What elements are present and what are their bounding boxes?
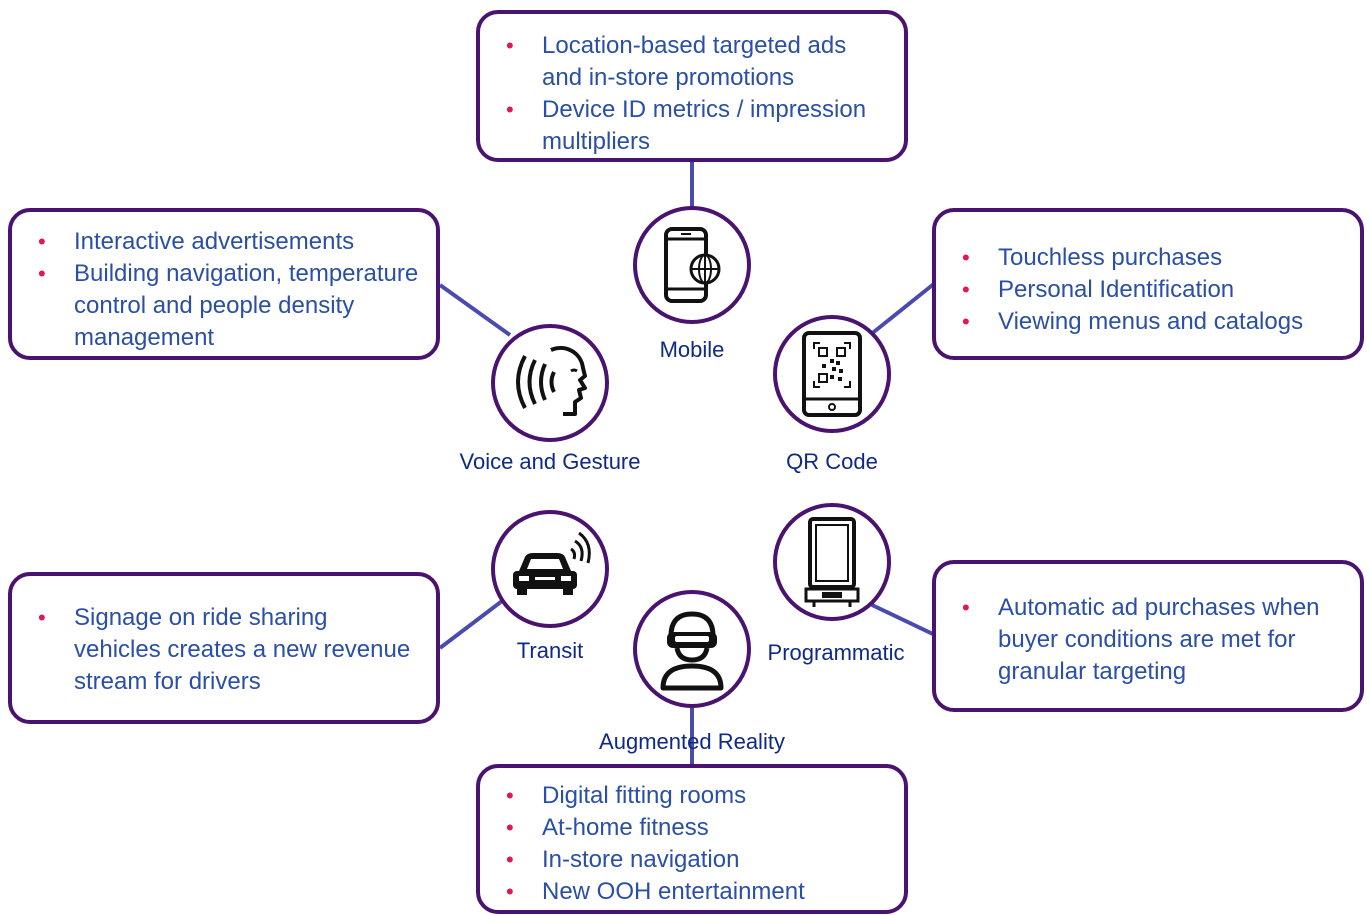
mobile-icon-circle (633, 206, 751, 324)
connector-transit (438, 593, 512, 650)
qr-code-bullet-list: Touchless purchases Personal Identificat… (962, 242, 1344, 338)
voice-speaking-head-icon (516, 346, 587, 416)
qr-code-label: QR Code (786, 449, 878, 474)
mobile-bullet-list: Location-based targeted ads and in-store… (506, 30, 884, 158)
augmented-reality-bullet-4: New OOH entertainment (506, 876, 888, 908)
augmented-reality-bullet-list: Digital fitting rooms At-home fitness In… (506, 780, 888, 908)
mobile-bullet-2: Device ID metrics / impression multiplie… (506, 94, 884, 158)
voice-gesture-bullet-list: Interactive advertisements Building navi… (38, 226, 420, 354)
augmented-reality-bullet-1: Digital fitting rooms (506, 780, 888, 812)
vr-headset-person-icon (660, 611, 724, 691)
connector-qr (868, 281, 937, 337)
programmatic-box: Automatic ad purchases when buyer condit… (932, 560, 1364, 712)
tablet-qr-code-icon (802, 331, 862, 417)
qr-code-bullet-2: Personal Identification (962, 274, 1344, 306)
qr-code-icon-circle (773, 315, 891, 433)
transit-label: Transit (516, 638, 584, 663)
connected-car-icon (513, 531, 591, 595)
programmatic-label: Programmatic (767, 640, 905, 665)
programmatic-icon-circle (773, 503, 891, 621)
mobile-label: Mobile (659, 337, 725, 362)
transit-bullet-1: Signage on ride sharing vehicles creates… (38, 602, 420, 698)
digital-billboard-kiosk-icon (804, 516, 860, 607)
augmented-reality-icon-circle (633, 590, 751, 708)
voice-gesture-box: Interactive advertisements Building navi… (8, 208, 440, 360)
voice-gesture-bullet-1: Interactive advertisements (38, 226, 420, 258)
transit-bullet-list: Signage on ride sharing vehicles creates… (38, 602, 420, 698)
transit-box: Signage on ride sharing vehicles creates… (8, 572, 440, 724)
augmented-reality-bullet-3: In-store navigation (506, 844, 888, 876)
voice-gesture-label: Voice and Gesture (459, 449, 641, 474)
augmented-reality-box: Digital fitting rooms At-home fitness In… (476, 764, 908, 914)
programmatic-bullet-list: Automatic ad purchases when buyer condit… (962, 592, 1344, 688)
mobile-bullet-1: Location-based targeted ads and in-store… (506, 30, 884, 94)
qr-code-bullet-1: Touchless purchases (962, 242, 1344, 274)
qr-code-bullet-3: Viewing menus and catalogs (962, 306, 1344, 338)
qr-code-box: Touchless purchases Personal Identificat… (932, 208, 1364, 360)
smartphone-globe-icon (664, 227, 721, 303)
voice-gesture-bullet-2: Building navigation, temperature control… (38, 258, 420, 354)
augmented-reality-bullet-2: At-home fitness (506, 812, 888, 844)
mobile-box: Location-based targeted ads and in-store… (476, 10, 908, 162)
augmented-reality-label: Augmented Reality (599, 729, 785, 754)
connector-programmatic (871, 603, 936, 637)
voice-gesture-icon-circle (491, 324, 609, 442)
transit-icon-circle (491, 510, 609, 628)
programmatic-bullet-1: Automatic ad purchases when buyer condit… (962, 592, 1344, 688)
connector-voice (438, 283, 512, 337)
